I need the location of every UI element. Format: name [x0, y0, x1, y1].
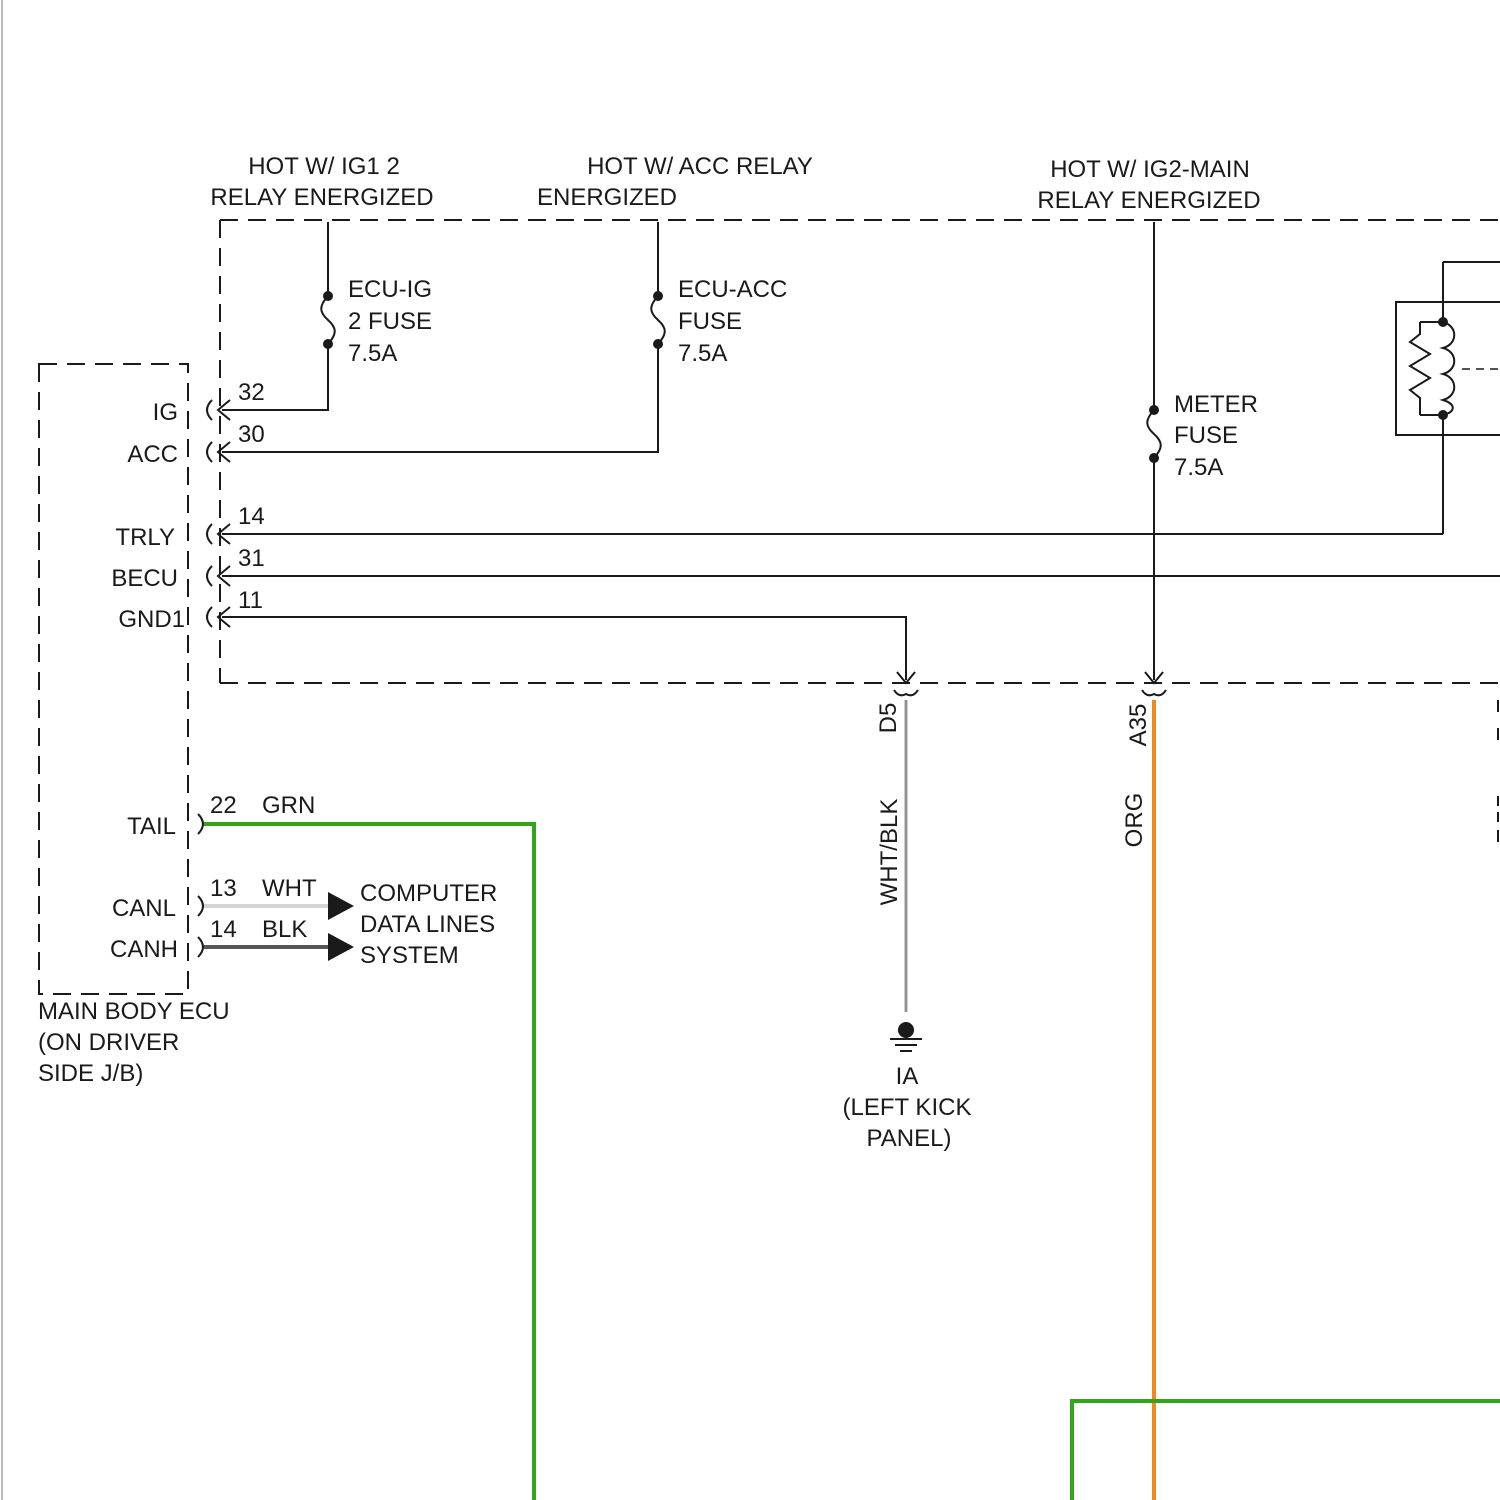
svg-text:13: 13	[210, 875, 237, 902]
svg-text:WHT/BLK: WHT/BLK	[876, 799, 903, 906]
svg-text:D5: D5	[875, 703, 902, 734]
svg-text:CANL: CANL	[112, 895, 176, 922]
svg-text:HOT W/ IG1 2: HOT W/ IG1 2	[248, 153, 400, 180]
svg-text:TRLY: TRLY	[115, 524, 175, 551]
relay	[1396, 262, 1500, 534]
data-lines-label: COMPUTER DATA LINES SYSTEM	[360, 880, 497, 969]
svg-text:7.5A: 7.5A	[348, 340, 397, 367]
meter-fuse-label: METER FUSE 7.5A	[1174, 391, 1258, 481]
svg-text:31: 31	[238, 545, 265, 572]
svg-text:ACC: ACC	[127, 441, 178, 468]
svg-text:7.5A: 7.5A	[678, 340, 727, 367]
meter-fuse	[1145, 222, 1163, 683]
svg-text:TAIL: TAIL	[127, 813, 176, 840]
ecu-ig-fuse-label: ECU-IG 2 FUSE 7.5A	[348, 276, 432, 367]
svg-text:(ON DRIVER: (ON DRIVER	[38, 1029, 179, 1056]
svg-text:ECU-IG: ECU-IG	[348, 276, 432, 303]
svg-text:COMPUTER: COMPUTER	[360, 880, 497, 907]
svg-text:2 FUSE: 2 FUSE	[348, 308, 432, 335]
svg-text:32: 32	[238, 379, 265, 406]
svg-text:ECU-ACC: ECU-ACC	[678, 276, 787, 303]
wire-wht-blk: WHT/BLK	[876, 700, 906, 1012]
pin-tail: TAIL 22 GRN	[127, 792, 315, 840]
ecu-acc-fuse	[222, 222, 665, 452]
wire-org: ORG	[1121, 700, 1154, 1500]
svg-text:FUSE: FUSE	[1174, 422, 1238, 449]
connector-a35: A35	[1125, 690, 1166, 746]
svg-text:11: 11	[238, 587, 263, 614]
svg-text:SYSTEM: SYSTEM	[360, 942, 459, 969]
pin-canl: CANL 13 WHT	[112, 875, 317, 922]
svg-text:IG: IG	[153, 399, 178, 426]
ground-label: IA (LEFT KICK PANEL)	[843, 1063, 972, 1152]
connector-d5: D5	[875, 690, 918, 733]
svg-text:HOT W/ ACC RELAY: HOT W/ ACC RELAY	[587, 153, 813, 180]
svg-text:MAIN BODY ECU: MAIN BODY ECU	[38, 998, 230, 1025]
svg-text:SIDE J/B): SIDE J/B)	[38, 1060, 143, 1087]
svg-text:HOT W/ IG2-MAIN: HOT W/ IG2-MAIN	[1050, 156, 1250, 183]
pin-acc: ACC 30	[127, 421, 264, 468]
svg-text:30: 30	[238, 421, 265, 448]
svg-text:DATA LINES: DATA LINES	[360, 911, 495, 938]
svg-text:BECU: BECU	[111, 565, 178, 592]
svg-text:METER: METER	[1174, 391, 1258, 418]
svg-text:GRN: GRN	[262, 792, 315, 819]
svg-text:GND1: GND1	[118, 606, 185, 633]
svg-text:WHT: WHT	[262, 875, 317, 902]
svg-text:PANEL): PANEL)	[867, 1125, 952, 1152]
pin-canh: CANH 14 BLK	[110, 916, 307, 963]
svg-text:BLK: BLK	[262, 916, 307, 943]
pin-trly: TRLY 14	[115, 503, 1443, 551]
ecu-label: MAIN BODY ECU (ON DRIVER SIDE J/B)	[38, 998, 230, 1087]
svg-text:14: 14	[238, 503, 265, 530]
svg-text:A35: A35	[1125, 704, 1152, 747]
supply-ig1-label: HOT W/ IG1 2 RELAY ENERGIZED	[210, 153, 433, 211]
pin-ig: IG 32	[153, 379, 265, 426]
svg-text:ENERGIZED: ENERGIZED	[537, 184, 677, 211]
svg-text:RELAY ENERGIZED: RELAY ENERGIZED	[210, 184, 433, 211]
svg-text:IA: IA	[896, 1063, 919, 1090]
svg-text:22: 22	[210, 792, 237, 819]
svg-text:(LEFT KICK: (LEFT KICK	[843, 1094, 972, 1121]
svg-text:CANH: CANH	[110, 936, 178, 963]
supply-acc-label: HOT W/ ACC RELAY ENERGIZED	[537, 153, 813, 211]
svg-text:7.5A: 7.5A	[1174, 454, 1223, 481]
ecu-acc-fuse-label: ECU-ACC FUSE 7.5A	[678, 276, 787, 367]
svg-text:FUSE: FUSE	[678, 308, 742, 335]
supply-ig2-label: HOT W/ IG2-MAIN RELAY ENERGIZED	[1037, 156, 1260, 214]
wire-grn-lower	[1072, 1401, 1500, 1500]
pin-becu: BECU 31	[111, 545, 1500, 592]
svg-text:RELAY ENERGIZED: RELAY ENERGIZED	[1037, 187, 1260, 214]
pin-gnd1: GND1 11	[118, 587, 915, 683]
svg-text:ORG: ORG	[1121, 793, 1148, 848]
svg-text:14: 14	[210, 916, 237, 943]
ground-symbol	[890, 1022, 922, 1051]
